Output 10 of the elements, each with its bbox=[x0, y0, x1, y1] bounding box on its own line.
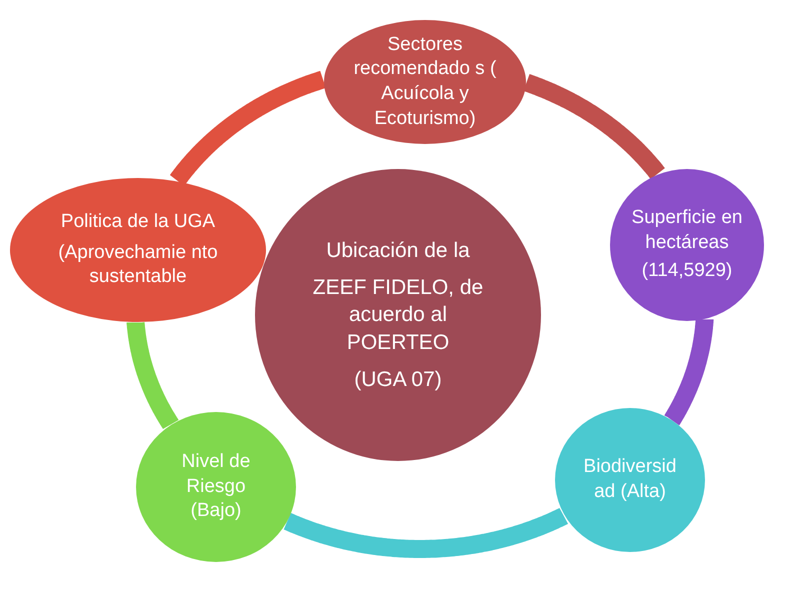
node-text: (UGA 07) bbox=[354, 366, 442, 393]
node-text: Politica de la UGA bbox=[60, 210, 216, 234]
node-text: ZEEF FIDELO, de acuerdo al POERTEO bbox=[312, 275, 484, 356]
node-text: (114,5929) bbox=[642, 259, 732, 284]
node-text: Ubicación de la bbox=[326, 238, 470, 264]
node-text: (Aprovechamie nto sustentable bbox=[57, 240, 219, 290]
node-text: Superficie en hectáreas bbox=[630, 206, 744, 255]
node-text: Biodiversid ad (Alta) bbox=[582, 455, 678, 504]
node-text: Nivel de Riesgo (Bajo) bbox=[180, 450, 252, 524]
node-text: Sectores recomendado s ( Acuícola y Ecoturismo) bbox=[352, 32, 498, 131]
